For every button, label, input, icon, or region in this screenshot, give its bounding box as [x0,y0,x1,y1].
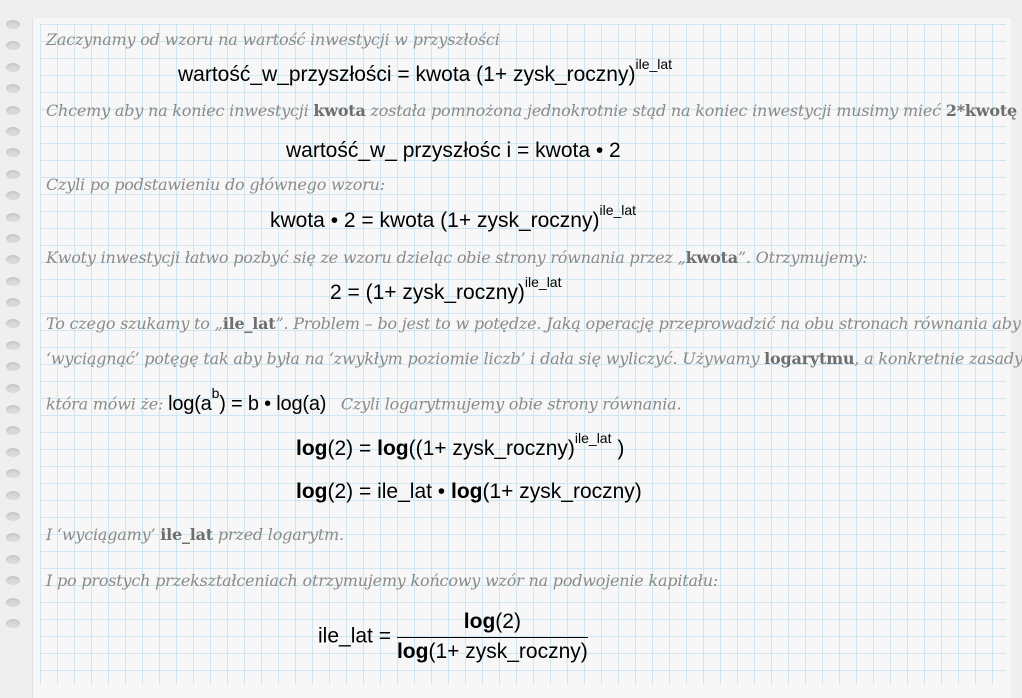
formula-two: 2 = (1+ zysk_roczny)ile_lat [330,274,562,304]
paragraph-extract: I ‘wyciągamy’ ile_lat przed logarytm. [46,525,344,544]
spiral-holes [6,20,26,640]
formula-log-expanded: log(2) = ile_lat • log(1+ zysk_roczny) [296,480,642,503]
paragraph-double: Chcemy aby na koniec inwestycji kwota zo… [46,101,1017,120]
formula-final: ile_lat =log(2)log(1+ zysk_roczny) [318,610,588,663]
paragraph-final: I po prostych przekształceniach otrzymuj… [46,571,719,590]
paragraph-logarithm: ‘wyciągnąć’ potęgę tak aby była na ‘zwyk… [46,349,1022,368]
intro-text: Zaczynamy od wzoru na wartość inwestycji… [46,30,500,49]
paragraph-substitute: Czyli po podstawieniu do głównego wzoru: [46,175,385,194]
paragraph-problem: To czego szukamy to „ile_lat”. Problem –… [46,314,1021,333]
formula-double: wartość_w_ przyszłośc i = kwota • 2 [286,139,621,162]
formula-future-value: wartość_w_przyszłości = kwota (1+ zysk_r… [178,56,673,86]
formula-substituted: kwota • 2 = kwota (1+ zysk_roczny)ile_la… [270,202,637,232]
grid-background [40,24,1006,684]
formula-log-both: log(2) = log((1+ zysk_roczny)ile_lat ) [296,430,625,460]
formula-log-rule: log(ab) = b • log(a) [168,385,327,415]
paragraph-rule: która mówi że: log(ab) = b • log(a) Czyl… [46,385,682,415]
paragraph-divide: Kwoty inwestycji łatwo pozbyć się ze wzo… [46,248,868,267]
